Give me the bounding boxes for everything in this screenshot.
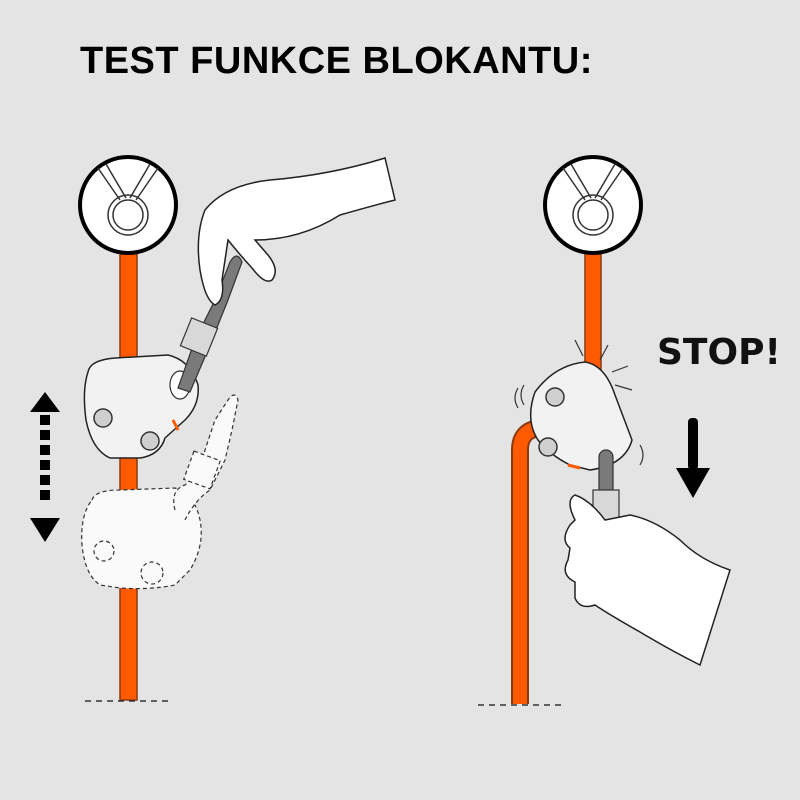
hand-left <box>197 157 396 306</box>
right-panel <box>478 155 731 706</box>
page-title: TEST FUNKCE BLOKANTU: <box>80 40 593 82</box>
left-panel <box>30 155 396 702</box>
device-active <box>83 354 199 459</box>
down-arrow-icon <box>676 418 710 498</box>
device-locked <box>514 339 644 471</box>
rope-right-upper <box>584 244 602 371</box>
hand-right <box>564 494 731 667</box>
device-ghost <box>81 394 239 590</box>
grip-left <box>177 255 243 393</box>
up-down-arrow-icon <box>30 392 60 542</box>
rope-left <box>119 244 138 701</box>
stop-label: STOP! <box>657 332 781 373</box>
anchor-icon <box>543 155 643 255</box>
anchor-icon <box>78 155 178 255</box>
